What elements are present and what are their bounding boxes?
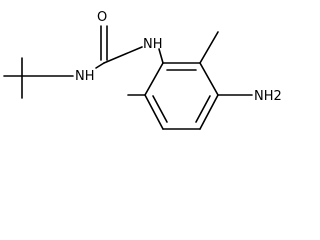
benzene-ring [144, 62, 219, 130]
amine-label: NH2 [254, 89, 282, 104]
urea-core [95, 25, 164, 69]
bond-nh-right-to-ring [158, 48, 164, 64]
amide-nh-left-label: NH [75, 69, 95, 84]
bond-nh-left-to-carbonyl [95, 62, 105, 69]
ring-bond-3 [199, 94, 219, 130]
bond-methyl-top-right [199, 31, 219, 64]
ring-bond-5 [144, 94, 164, 130]
amide-nh-right-label: NH [143, 37, 163, 52]
carbonyl-oxygen-label: O [97, 10, 107, 25]
tert-butyl-group [3, 57, 74, 99]
ring-bond-2 [199, 62, 219, 96]
ring-bond-6 [144, 62, 164, 96]
molecule-structure-diagram: O NH NH NH2 [3, 10, 282, 130]
ring-substituents [127, 31, 253, 96]
ring-inner-double-2 [195, 95, 211, 123]
ring-inner-double-3 [152, 95, 168, 123]
bond-carbonyl-to-nh-right [103, 46, 143, 64]
